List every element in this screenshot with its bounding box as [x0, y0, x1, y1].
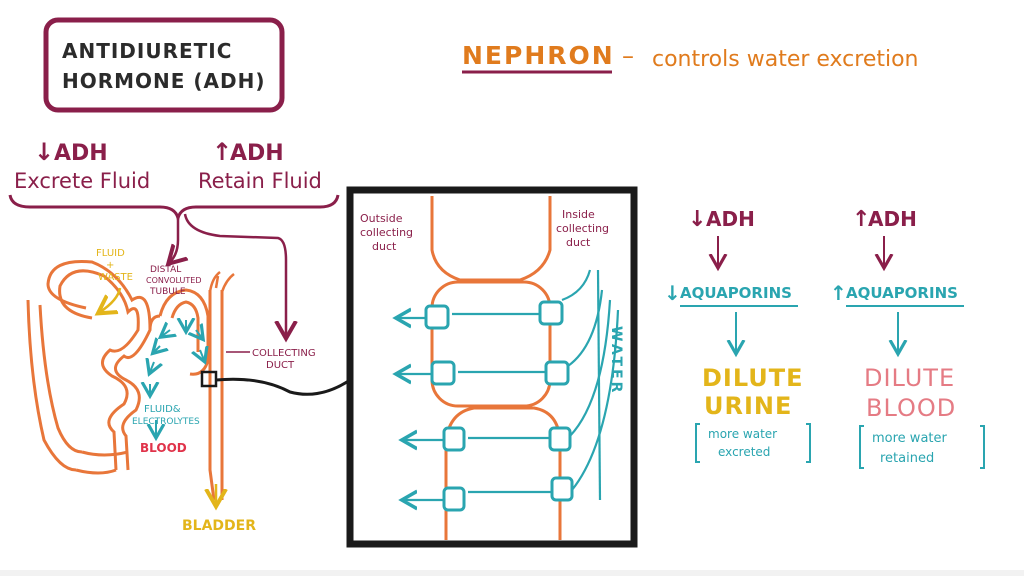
aquaporin-right-3	[548, 426, 572, 452]
low-col-result-1: DILUTE	[702, 364, 804, 392]
low-col-aq-arrow: ↓	[664, 281, 681, 305]
label-blood: BLOOD	[140, 441, 187, 455]
low-col-arrow: ↓	[688, 207, 706, 232]
low-col-aquaporins: AQUAPORINS	[680, 284, 792, 302]
low-adh-effect: Excrete Fluid	[14, 169, 150, 193]
aquaporin-left-2	[430, 360, 456, 386]
label-distal: DISTAL	[150, 265, 181, 275]
high-adh-effect: Retain Fluid	[198, 169, 322, 193]
proximal-tubule-inner	[46, 259, 152, 471]
high-col-result-1: DILUTE	[864, 364, 955, 392]
label-duct: DUCT	[266, 360, 295, 371]
high-col-aquaporins: AQUAPORINS	[846, 284, 958, 302]
high-col-note-1: more water	[872, 431, 948, 446]
fluid-waste-arrow	[100, 287, 122, 312]
aquaporin-channels	[424, 300, 574, 512]
low-adh-column: ↓ ADH ↓ AQUAPORINS DILUTE URINE more wat…	[664, 207, 811, 463]
label-fluid-and: FLUID&	[144, 404, 181, 415]
title-line2: HORMONE (ADH)	[62, 69, 266, 93]
collecting-duct-left	[208, 290, 216, 501]
label-fluid: FLUID	[96, 248, 125, 259]
high-col-arrow: ↑	[852, 207, 870, 232]
label-electrolytes: ELECTROLYTES	[132, 417, 200, 427]
low-col-note-2: excreted	[718, 445, 770, 459]
label-plus: +	[106, 260, 114, 271]
high-adh-arrow: ↑	[212, 138, 232, 166]
outside-label-1: Outside	[360, 212, 403, 225]
aquaporin-right-4	[550, 476, 574, 502]
label-convoluted: CONVOLUTED	[146, 276, 202, 285]
distal-join	[148, 314, 161, 331]
aquaporin-right-2	[544, 360, 570, 386]
label-collecting: COLLECTING	[252, 348, 316, 359]
low-col-adh: ADH	[706, 207, 755, 231]
heading-subtitle: controls water excretion	[652, 47, 919, 72]
cell-top	[430, 196, 552, 282]
duct-tops	[208, 271, 235, 293]
title-line1: ANTIDIURETIC	[62, 39, 232, 63]
label-tubule: TUBULE	[149, 287, 186, 297]
aquaporin-left-4	[442, 486, 466, 512]
cell-middle	[430, 280, 552, 408]
effects-brace	[8, 194, 340, 224]
title-box: ANTIDIURETIC HORMONE (ADH)	[43, 17, 285, 113]
brace-arrow-duct	[183, 213, 286, 336]
heading-main: NEPHRON	[462, 41, 615, 70]
low-col-result-2: URINE	[704, 392, 792, 420]
title-frame	[43, 17, 285, 113]
high-col-aq-arrow: ↑	[830, 281, 847, 305]
proximal-tubule-outer	[58, 269, 140, 471]
inside-label-3: duct	[566, 236, 591, 249]
reabsorption-arrows	[150, 320, 204, 436]
zoom-connector	[215, 377, 351, 396]
nephron	[26, 259, 351, 504]
high-adh-column: ↑ ADH ↑ AQUAPORINS DILUTE BLOOD more wat…	[830, 207, 985, 469]
bottom-bar	[0, 570, 1024, 576]
inside-label-2: collecting	[556, 222, 609, 235]
outside-label-2: collecting	[360, 226, 413, 239]
high-col-result-2: BLOOD	[866, 394, 956, 422]
nephron-labels: FLUID + WASTE DISTAL CONVOLUTED TUBULE C…	[96, 248, 316, 534]
brace-arrow-dct	[170, 214, 178, 262]
aquaporin-left-1	[424, 304, 450, 330]
high-col-brackets	[859, 425, 985, 469]
aquaporin-right-1	[538, 300, 564, 326]
water-label: WATER	[608, 326, 624, 395]
high-col-adh: ADH	[868, 207, 917, 231]
low-adh-label: ADH	[54, 141, 108, 166]
heading-dash: –	[622, 42, 634, 70]
outside-label-3: duct	[372, 240, 397, 253]
distal-loop-inner	[170, 300, 200, 352]
water-flow-arrows	[398, 269, 620, 500]
inside-label-1: Inside	[562, 208, 595, 221]
glomerulus-inner	[38, 304, 83, 454]
low-col-note-1: more water	[708, 427, 777, 441]
label-waste: WASTE	[98, 272, 133, 283]
left-effects: ↓ ADH Excrete Fluid ↑ ADH Retain Fluid	[8, 138, 340, 336]
low-adh-arrow: ↓	[34, 138, 54, 166]
loop-base	[75, 450, 129, 475]
low-col-brackets	[695, 423, 811, 463]
page-heading: NEPHRON – controls water excretion	[462, 41, 919, 74]
aquaporin-left-3	[442, 426, 466, 452]
glomerulus-outline	[26, 299, 77, 472]
high-adh-label: ADH	[230, 141, 284, 166]
high-col-note-2: retained	[880, 451, 934, 466]
zoom-panel: Outside collecting duct Inside collectin…	[346, 186, 638, 548]
label-bladder: BLADDER	[182, 518, 256, 534]
